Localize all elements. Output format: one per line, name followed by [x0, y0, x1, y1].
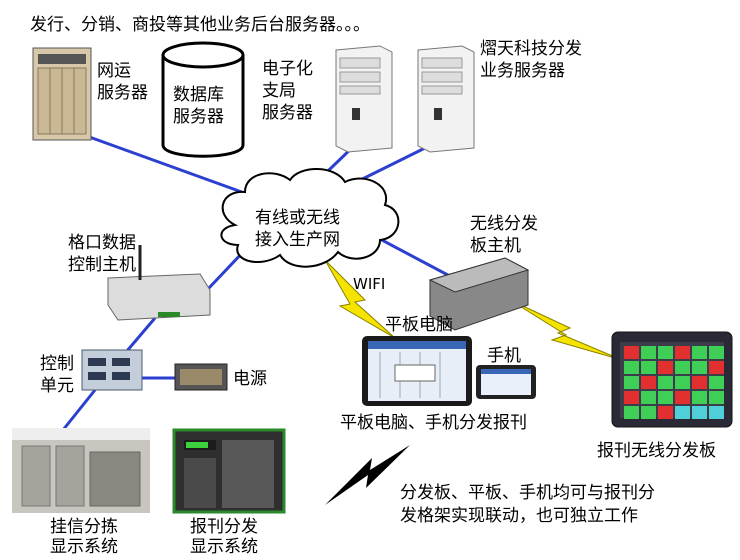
board-cell — [692, 361, 707, 374]
board-cell — [624, 361, 639, 374]
database-label-1: 数据库 — [173, 85, 224, 105]
yitian-label-1: 熠天科技分发 — [480, 39, 582, 59]
tablet-label: 平板电脑 — [385, 315, 453, 335]
board-cell — [658, 346, 673, 359]
wireless-host-label-2: 板主机 — [470, 236, 521, 256]
board-cell — [709, 346, 724, 359]
post-label-2: 支局 — [262, 81, 296, 101]
mail-display-label-1: 挂信分拣 — [50, 517, 118, 537]
board-cell — [641, 346, 656, 359]
power-label: 电源 — [233, 369, 267, 389]
board-cell — [692, 376, 707, 389]
board-cell — [641, 361, 656, 374]
board-cell — [709, 406, 724, 419]
footer-note-2: 发格架实现联动，也可独立工作 — [400, 506, 638, 526]
board-cell — [658, 361, 673, 374]
database-label-2: 服务器 — [173, 107, 224, 127]
tablet-phone-caption: 平板电脑、手机分发报刊 — [340, 413, 527, 433]
link-wangyun — [69, 128, 251, 197]
board-cell — [692, 391, 707, 404]
board-cell — [624, 406, 639, 419]
board-cell — [658, 391, 673, 404]
board-cell — [709, 361, 724, 374]
network-label-1: 有线或无线 — [255, 208, 340, 228]
network-cloud — [220, 168, 400, 268]
wireless-host-label-1: 无线分发 — [470, 214, 538, 234]
phone-label: 手机 — [487, 346, 521, 366]
post-label-3: 服务器 — [262, 103, 313, 123]
board-bolt — [509, 299, 623, 361]
board-cell — [624, 376, 639, 389]
control-unit-box — [81, 349, 143, 391]
header-note: 发行、分销、商投等其他业务后台服务器。。。 — [30, 15, 370, 35]
tablet-device — [362, 336, 472, 406]
board-cell — [675, 346, 690, 359]
board-cell — [641, 376, 656, 389]
power-supply-box — [174, 363, 228, 391]
post-server — [335, 45, 393, 153]
wangyun-label-1: 网运 — [97, 61, 131, 81]
phone-device — [476, 365, 536, 399]
gekou-controller — [107, 245, 211, 321]
board-cell — [624, 346, 639, 359]
yitian-label-2: 业务服务器 — [480, 61, 565, 81]
board-cell — [692, 346, 707, 359]
gekou-label-1: 格口数据 — [68, 233, 136, 253]
board-cell — [624, 391, 639, 404]
board-cell — [658, 406, 673, 419]
paper-display-label-2: 显示系统 — [190, 537, 258, 557]
board-cell — [641, 391, 656, 404]
gekou-label-2: 控制主机 — [68, 255, 136, 275]
board-cell — [675, 376, 690, 389]
network-label-2: 接入生产网 — [255, 230, 340, 250]
board-cell — [675, 406, 690, 419]
board-cell — [675, 391, 690, 404]
post-label-1: 电子化 — [262, 59, 313, 79]
wangyun-rack — [32, 47, 92, 141]
yitian-server — [417, 45, 475, 153]
wangyun-label-2: 服务器 — [97, 83, 148, 103]
control-unit-label-1: 控制 — [40, 354, 74, 374]
board-cell — [692, 406, 707, 419]
footer-note-1: 分发板、平板、手机均可与报刊分 — [400, 483, 655, 503]
board-label: 报刊无线分发板 — [597, 441, 716, 461]
control-unit-label-2: 单元 — [40, 376, 74, 396]
mail-display-label-2: 显示系统 — [50, 537, 118, 557]
wifi-label: WIFI — [353, 275, 386, 293]
wireless-host-box — [428, 257, 530, 331]
board-cell — [709, 391, 724, 404]
mail-display-photo — [12, 428, 150, 513]
paper-display-photo — [172, 428, 286, 514]
database-cylinder — [161, 41, 245, 158]
bottom-bolt — [325, 445, 410, 505]
board-cell — [658, 376, 673, 389]
distribution-board — [611, 331, 733, 428]
board-cell — [641, 406, 656, 419]
board-cell — [709, 376, 724, 389]
board-cell — [675, 361, 690, 374]
paper-display-label-1: 报刊分发 — [190, 517, 258, 537]
